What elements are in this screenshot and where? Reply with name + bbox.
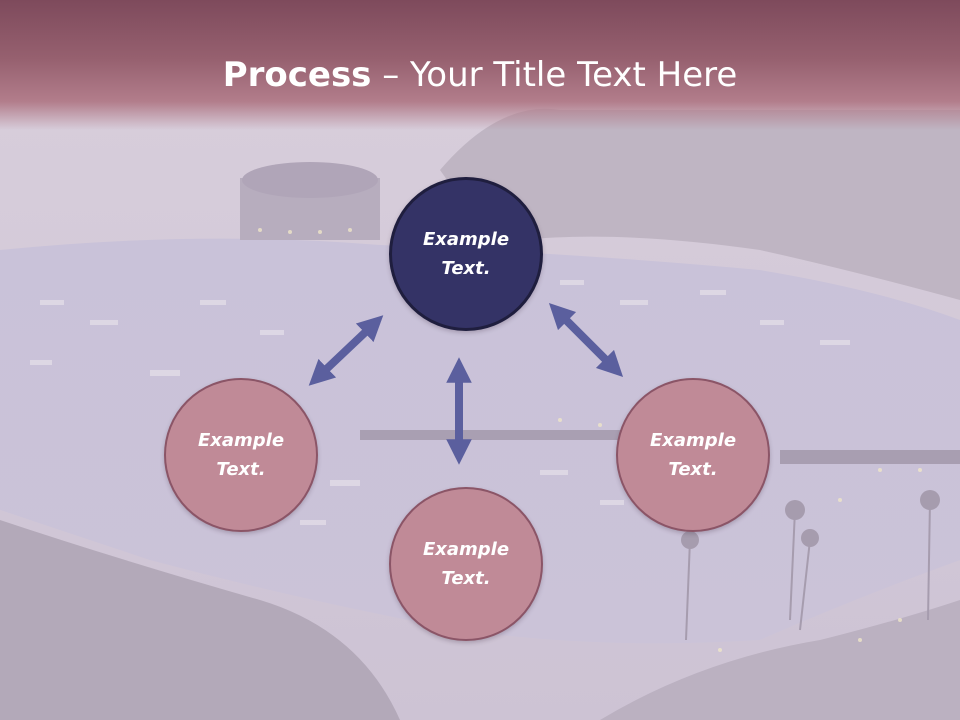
- process-circle-bottom-text: Example Text.: [422, 539, 510, 589]
- title-band: [0, 0, 960, 130]
- double-arrow-right-icon: [548, 302, 624, 378]
- process-circle-right[interactable]: Example Text.: [616, 378, 770, 532]
- process-circle-left-text: Example Text.: [197, 430, 285, 480]
- process-circle-right-text: Example Text.: [649, 430, 737, 480]
- process-circle-center[interactable]: Example Text.: [389, 177, 543, 331]
- process-circle-center-text: Example Text.: [422, 229, 510, 279]
- slide-title: Process – Your Title Text Here: [0, 54, 960, 96]
- process-circle-bottom[interactable]: Example Text.: [389, 487, 543, 641]
- title-bold: Process: [222, 55, 372, 95]
- title-rest: – Your Title Text Here: [371, 55, 738, 95]
- double-arrow-left-icon: [308, 315, 384, 386]
- process-circle-left[interactable]: Example Text.: [164, 378, 318, 532]
